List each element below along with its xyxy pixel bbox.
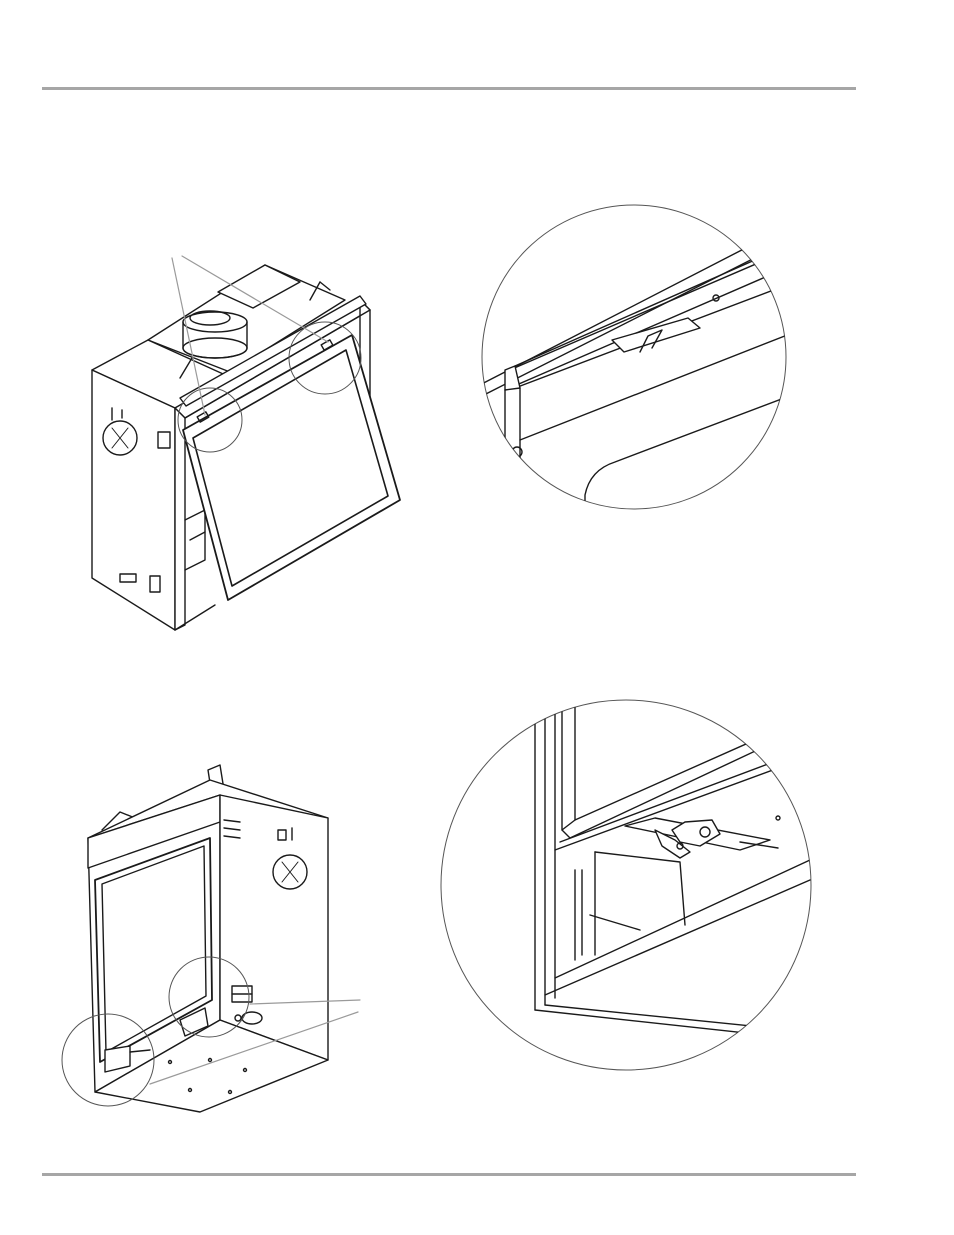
footer-rule bbox=[42, 1173, 856, 1176]
